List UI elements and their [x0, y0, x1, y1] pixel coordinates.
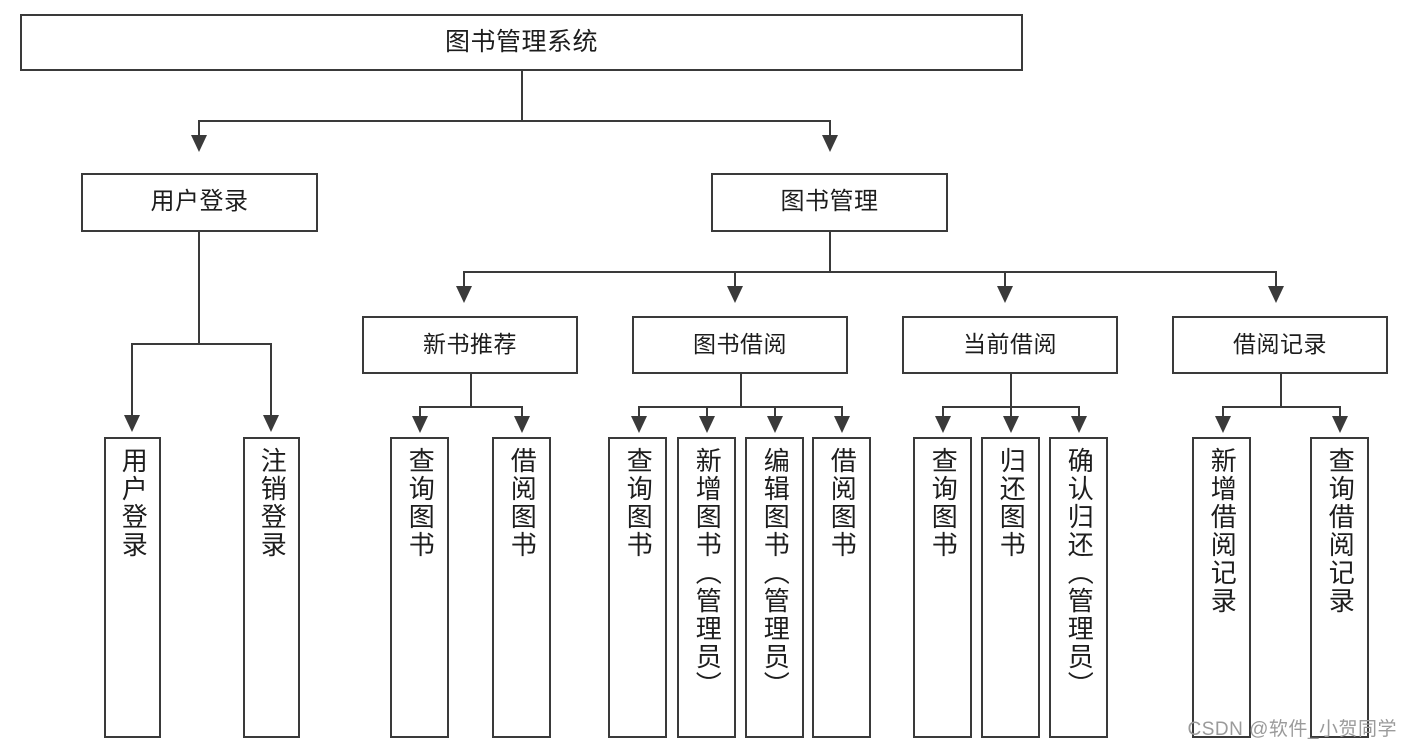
leaf-logout[interactable]: 注销登录 [243, 437, 300, 738]
connector-book-management-stem [829, 232, 831, 272]
arrow-to-leaf-edit-book [767, 416, 783, 433]
arrow-to-leaf-borrow-book-1 [514, 416, 530, 433]
node-label: 查询借阅记录 [1325, 447, 1356, 615]
node-label: 编辑图书（管理员） [760, 447, 791, 699]
arrow-to-book-borrow [727, 286, 743, 303]
connector-borrow-record-stem [1280, 374, 1282, 407]
connector-user-login-drop-1 [131, 343, 133, 417]
node-root-system[interactable]: 图书管理系统 [20, 14, 1023, 71]
leaf-query-book-current[interactable]: 查询图书 [913, 437, 972, 738]
arrow-to-leaf-return-book [1003, 416, 1019, 433]
node-label: 当前借阅 [963, 331, 1057, 358]
leaf-add-book-admin[interactable]: 新增图书（管理员） [677, 437, 736, 738]
arrow-to-current-borrow [997, 286, 1013, 303]
connector-book-borrow-bus [638, 406, 842, 408]
node-label: 确认归还（管理员） [1064, 447, 1095, 699]
leaf-edit-book-admin[interactable]: 编辑图书（管理员） [745, 437, 804, 738]
arrow-to-new-book [456, 286, 472, 303]
connector-bm-drop-3 [1004, 271, 1006, 288]
connector-user-login-drop-2 [270, 343, 272, 417]
node-label: 图书管理系统 [444, 27, 598, 56]
leaf-add-borrow-record[interactable]: 新增借阅记录 [1192, 437, 1251, 738]
node-label: 新书推荐 [423, 331, 517, 358]
csdn-watermark: CSDN @软件_小贺同学 [1187, 719, 1397, 740]
connector-nb-drop-1 [419, 406, 421, 418]
node-label: 图书管理 [780, 188, 879, 216]
arrow-to-leaf-query-record [1332, 416, 1348, 433]
connector-new-book-stem [470, 374, 472, 407]
leaf-return-book[interactable]: 归还图书 [981, 437, 1040, 738]
node-label: 注销登录 [257, 447, 288, 559]
arrow-to-leaf-borrow-book-2 [834, 416, 850, 433]
connector-new-book-bus [419, 406, 522, 408]
connector-bb-drop-3 [774, 406, 776, 418]
connector-br-drop-2 [1339, 406, 1341, 418]
connector-bm-drop-2 [734, 271, 736, 288]
node-label: 查询图书 [623, 447, 654, 559]
leaf-query-book-new[interactable]: 查询图书 [390, 437, 449, 738]
connector-current-borrow-stem [1010, 374, 1012, 407]
node-label: 借阅图书 [507, 447, 538, 559]
connector-root-stem [521, 71, 523, 121]
node-label: 用户登录 [150, 188, 249, 216]
arrow-to-leaf-add-book [699, 416, 715, 433]
connector-user-login-stem [198, 232, 200, 344]
node-label: 借阅图书 [827, 447, 858, 559]
arrow-to-book-manage [822, 135, 838, 152]
connector-cb-drop-1 [942, 406, 944, 418]
arrow-to-leaf-query-book-3 [935, 416, 951, 433]
leaf-user-login[interactable]: 用户登录 [104, 437, 161, 738]
connector-root-drop-2 [829, 120, 831, 137]
connector-cb-drop-3 [1078, 406, 1080, 418]
leaf-confirm-return-admin[interactable]: 确认归还（管理员） [1049, 437, 1108, 738]
node-label: 查询图书 [405, 447, 436, 559]
arrow-to-leaf-query-book-1 [412, 416, 428, 433]
connector-bm-drop-1 [463, 271, 465, 288]
arrow-to-leaf-confirm-return [1071, 416, 1087, 433]
node-book-management[interactable]: 图书管理 [711, 173, 948, 232]
connector-bb-drop-1 [638, 406, 640, 418]
node-label: 新增图书（管理员） [692, 447, 723, 699]
node-label: 归还图书 [996, 447, 1027, 559]
connector-borrow-record-bus [1222, 406, 1340, 408]
node-user-login[interactable]: 用户登录 [81, 173, 318, 232]
connector-br-drop-1 [1222, 406, 1224, 418]
connector-bm-drop-4 [1275, 271, 1277, 288]
node-label: 查询图书 [928, 447, 959, 559]
connector-book-borrow-stem [740, 374, 742, 407]
arrow-to-leaf-logout [263, 415, 279, 432]
leaf-borrow-book[interactable]: 借阅图书 [812, 437, 871, 738]
leaf-query-borrow-record[interactable]: 查询借阅记录 [1310, 437, 1369, 738]
connector-bb-drop-4 [841, 406, 843, 418]
node-borrow-record[interactable]: 借阅记录 [1172, 316, 1388, 374]
node-current-borrow[interactable]: 当前借阅 [902, 316, 1118, 374]
leaf-borrow-book-new[interactable]: 借阅图书 [492, 437, 551, 738]
arrow-to-leaf-query-book-2 [631, 416, 647, 433]
node-label: 新增借阅记录 [1207, 447, 1238, 615]
arrow-to-leaf-add-record [1215, 416, 1231, 433]
arrow-to-user-login [191, 135, 207, 152]
node-book-borrow[interactable]: 图书借阅 [632, 316, 848, 374]
connector-root-bus [198, 120, 831, 122]
connector-user-login-bus [131, 343, 270, 345]
connector-book-management-bus [463, 271, 1277, 273]
connector-root-drop-1 [198, 120, 200, 137]
node-label: 借阅记录 [1233, 331, 1327, 358]
connector-bb-drop-2 [706, 406, 708, 418]
arrow-to-borrow-record [1268, 286, 1284, 303]
connector-nb-drop-2 [521, 406, 523, 418]
connector-cb-drop-2 [1010, 406, 1012, 418]
node-label: 图书借阅 [693, 331, 787, 358]
leaf-query-book-borrow[interactable]: 查询图书 [608, 437, 667, 738]
node-new-book-recommend[interactable]: 新书推荐 [362, 316, 578, 374]
arrow-to-leaf-user-login [124, 415, 140, 432]
node-label: 用户登录 [118, 447, 149, 559]
